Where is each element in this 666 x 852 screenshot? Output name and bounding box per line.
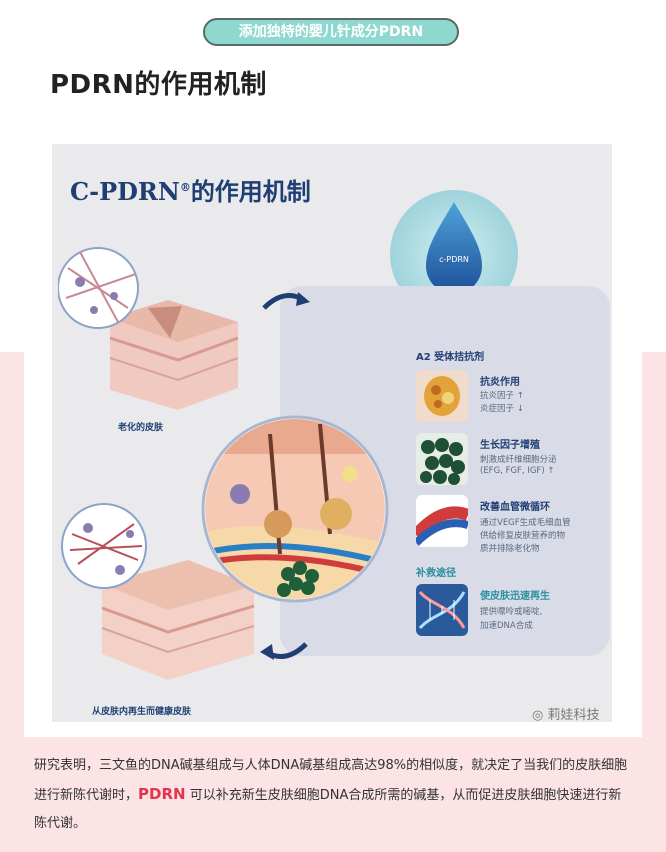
receptor-heading: A2 受体拮抗剂 bbox=[416, 352, 485, 363]
item-title: 使皮肤迅速再生 bbox=[480, 591, 550, 602]
item-title: 改善血管微循环 bbox=[480, 502, 550, 513]
item-title: 生长因子增殖 bbox=[480, 440, 540, 451]
healthy-skin-label: 从皮肤内再生而健康皮肤 bbox=[92, 707, 192, 717]
body-paragraph: 研究表明，三文鱼的DNA碱基组成与人体DNA碱基组成高达98%的相似度，就决定了… bbox=[34, 758, 628, 831]
aged-skin-illustration bbox=[58, 247, 239, 410]
dna-thumb bbox=[416, 584, 468, 636]
page-title: PDRN的作用机制 bbox=[50, 70, 267, 100]
skin-cross-section-circle bbox=[201, 415, 389, 603]
item-line: (EFG, FGF, IGF) ↑ bbox=[480, 466, 555, 476]
blood-vessel-thumb bbox=[416, 495, 468, 547]
item-line: 通过VEGF生成毛细血管 bbox=[480, 518, 571, 528]
item-line: 炎症因子 ↓ bbox=[480, 404, 524, 414]
curved-arrow-bottom-icon bbox=[260, 642, 308, 660]
curved-arrow-top-icon bbox=[262, 292, 310, 310]
growth-factor-thumb bbox=[416, 433, 468, 485]
droplet-label: c-PDRN bbox=[439, 255, 469, 264]
salvage-heading: 补救途径 bbox=[416, 568, 456, 579]
item-title: 抗炎作用 bbox=[480, 377, 520, 388]
item-line: 提供嘌呤或嘧啶, bbox=[480, 607, 543, 617]
item-line: 刺激成纤维细胞分泌 bbox=[480, 455, 557, 465]
section-pill-title: 添加独特的婴儿针成分PDRN bbox=[203, 18, 459, 46]
item-line: 供给修复皮肤营养的物 bbox=[480, 531, 566, 541]
item-line: 抗炎因子 ↑ bbox=[480, 391, 524, 401]
watermark: ◎ 莉娃科技 bbox=[532, 708, 600, 723]
wechat-icon: ◎ bbox=[532, 708, 544, 723]
pdrn-mechanism-figure: C-PDRN®的作用机制 c-PDRN bbox=[52, 144, 612, 722]
item-line: 质并排除老化物 bbox=[480, 544, 540, 554]
healthy-skin-illustration bbox=[61, 503, 255, 680]
pdrn-highlight: PDRN bbox=[138, 785, 186, 803]
anti-inflammation-thumb bbox=[416, 370, 468, 422]
figure-title: C-PDRN®的作用机制 bbox=[70, 177, 311, 206]
aged-skin-label: 老化的皮肤 bbox=[118, 423, 164, 433]
item-line: 加速DNA合成 bbox=[480, 621, 533, 631]
